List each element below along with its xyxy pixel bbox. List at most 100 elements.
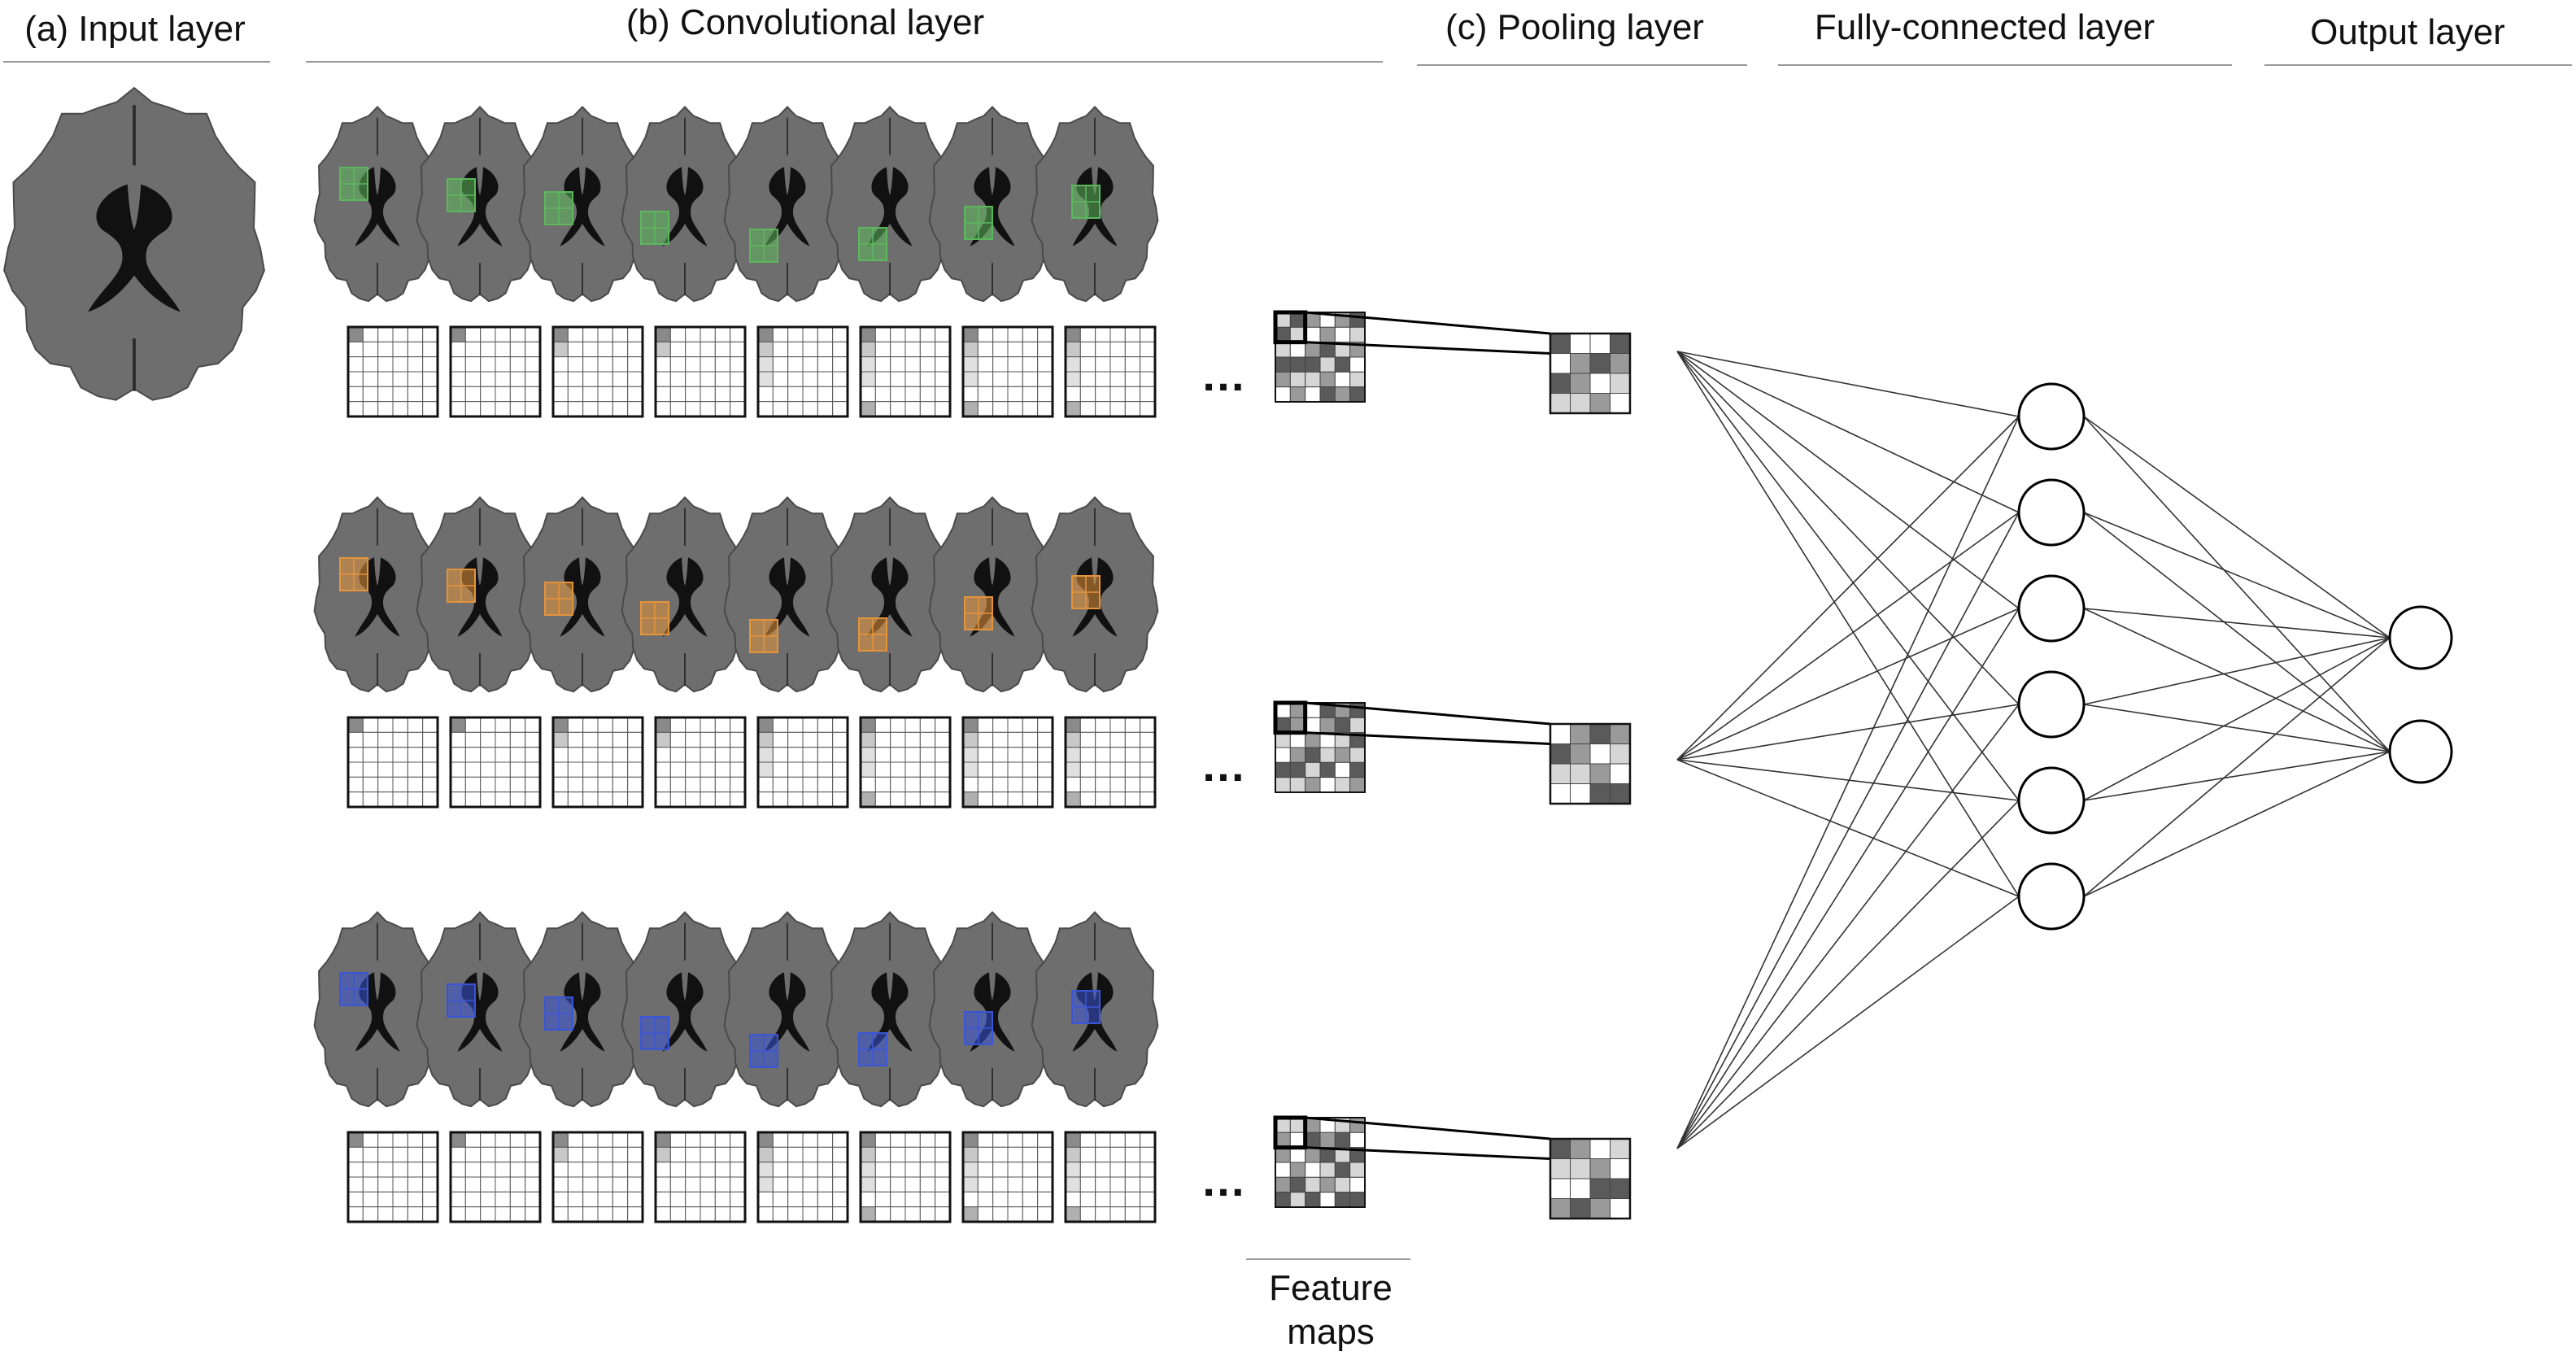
pooled-cell <box>1570 1158 1591 1179</box>
grid-border <box>859 1131 952 1223</box>
grid-border <box>1064 1131 1157 1223</box>
grid-cell <box>495 1176 511 1192</box>
grid-cell <box>509 1191 526 1208</box>
feature-cell <box>1275 326 1291 343</box>
grid-cell <box>362 371 379 387</box>
grid-cell <box>962 356 979 373</box>
grid-border <box>961 325 1054 418</box>
grid-cell <box>860 791 876 808</box>
feature-map-1 <box>1273 310 1632 415</box>
grid-cell <box>582 386 599 403</box>
grid-cell <box>904 1206 921 1223</box>
grid-cell <box>962 791 979 808</box>
feature-cell <box>1289 1192 1306 1208</box>
grid-cell <box>874 371 891 387</box>
grid-cell <box>552 1176 569 1192</box>
grid-cell <box>509 371 526 387</box>
grid-cell <box>347 1206 364 1223</box>
grid-cell <box>464 761 482 778</box>
grid-cell <box>730 1191 746 1208</box>
grid-cell <box>874 1162 891 1178</box>
grid-cell <box>714 1146 731 1163</box>
grid-cell <box>962 1146 979 1163</box>
grid-cell <box>904 1146 921 1163</box>
grid-cell <box>874 386 891 403</box>
grid-cell <box>582 1146 599 1163</box>
connection-line <box>1676 800 2020 1149</box>
grid-cell <box>509 386 526 403</box>
grid-cell <box>464 717 482 733</box>
grid-cell <box>597 1191 613 1208</box>
grid-cell <box>977 761 994 778</box>
pooled-cell <box>1610 1178 1631 1199</box>
grid-cell <box>669 1131 686 1148</box>
grid-cell <box>802 791 818 808</box>
grid-cell <box>627 341 643 358</box>
grid-cell <box>1065 731 1081 748</box>
grid-cell <box>480 386 496 403</box>
orange-filter-box <box>339 557 368 591</box>
grid-cell <box>860 1162 876 1178</box>
grid-cell <box>1065 1176 1081 1192</box>
grid-cell <box>904 776 921 793</box>
pooling-window <box>1273 700 1308 735</box>
grid-cell <box>480 747 496 763</box>
grid-cell <box>935 1176 951 1192</box>
grid-cell <box>772 356 789 373</box>
pooled-cell <box>1550 1138 1571 1159</box>
grid-cell <box>627 731 643 748</box>
grid-cell <box>772 791 789 808</box>
grid-cell <box>992 371 1009 387</box>
grid-cell <box>422 731 438 748</box>
grid-cell <box>992 776 1009 793</box>
output-grid <box>449 325 542 418</box>
connection-line <box>1676 512 2020 1149</box>
grid-cell <box>860 776 876 793</box>
grid-cell <box>450 731 466 748</box>
orange-filter-box <box>964 596 993 630</box>
feature-cell <box>1289 356 1306 373</box>
grid-cell <box>1124 791 1141 808</box>
grid-cell <box>525 1131 541 1148</box>
grid-cell <box>392 326 408 342</box>
grid-cell <box>890 401 906 417</box>
brain-ventricles <box>662 557 708 637</box>
grid-cell <box>480 356 496 373</box>
pooled-cell <box>1550 1178 1571 1199</box>
grid-cell <box>450 1191 466 1208</box>
grid-cell <box>817 371 834 387</box>
grid-cell <box>1079 1191 1096 1208</box>
grid-cell <box>1065 1162 1081 1178</box>
connection-line <box>1676 896 2020 1149</box>
grid-cell <box>977 1146 994 1163</box>
feature-cell <box>1349 747 1366 763</box>
feature-cell <box>1305 777 1321 793</box>
green-filter-box <box>1071 185 1101 219</box>
grid-cell <box>1065 1146 1081 1163</box>
feature-cell <box>1275 717 1291 734</box>
grid-cell <box>1095 341 1111 358</box>
pooled-cell <box>1610 763 1631 784</box>
grid-cell <box>392 747 408 763</box>
grid-cell <box>1079 1131 1096 1148</box>
grid-cell <box>1140 1176 1156 1192</box>
pooled-map-3 <box>1549 1137 1632 1220</box>
pooled-map-2 <box>1549 722 1632 805</box>
grid-cell <box>919 731 936 748</box>
grid-cell <box>552 1146 569 1163</box>
grid-cell <box>1037 776 1053 793</box>
grid-cell <box>582 776 599 793</box>
grid-cell <box>495 386 511 403</box>
grid-cell <box>874 1146 891 1163</box>
grid-cell <box>509 717 526 733</box>
grid-cell <box>757 1206 774 1223</box>
grid-cell <box>627 791 643 808</box>
grid-cell <box>612 1176 629 1192</box>
output-grid <box>347 1131 439 1223</box>
grid-cell <box>480 401 496 417</box>
grid-cell <box>1007 761 1023 778</box>
grid-cell <box>1109 1162 1126 1178</box>
grid-cell <box>992 717 1009 733</box>
grid-cell <box>787 401 804 417</box>
grid-cell <box>935 401 951 417</box>
